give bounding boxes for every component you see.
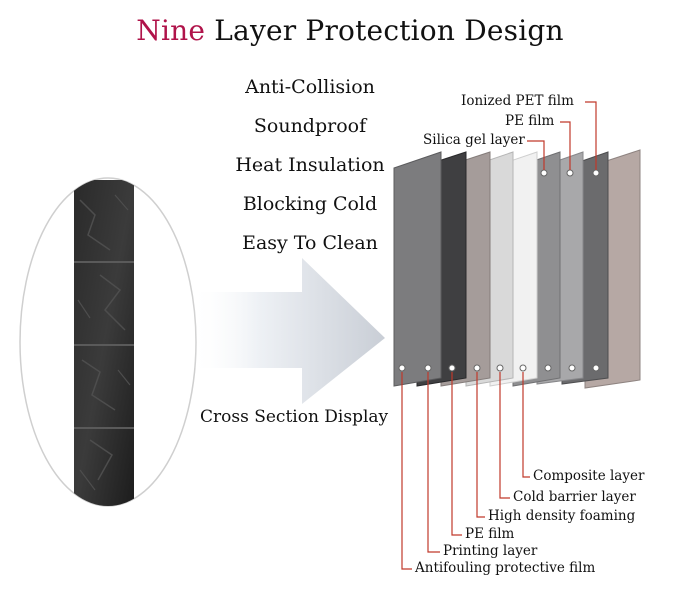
label-composite-layer: Composite layer xyxy=(533,468,645,484)
feature-item: Heat Insulation xyxy=(235,154,385,176)
label-cold-barrier-layer: Cold barrier layer xyxy=(513,489,636,505)
title-rest: Layer Protection Design xyxy=(205,14,564,47)
label-high-density-foaming: High density foaming xyxy=(488,508,636,524)
layer-panels xyxy=(393,149,641,389)
feature-list: Anti-Collision Soundproof Heat Insulatio… xyxy=(200,72,420,267)
title-accent: Nine xyxy=(136,14,206,47)
page-title: Nine Layer Protection Design xyxy=(0,14,700,47)
label-pe-film-top: PE film xyxy=(505,113,555,129)
feature-item: Blocking Cold xyxy=(242,193,378,215)
label-silica-gel-layer: Silica gel layer xyxy=(423,132,525,148)
feature-item: Anti-Collision xyxy=(245,76,375,98)
brick-strip xyxy=(74,180,134,506)
top-leader-lines xyxy=(527,101,597,170)
feature-item: Easy To Clean xyxy=(242,232,378,254)
label-printing-layer: Printing layer xyxy=(443,543,538,559)
oval-magnifier xyxy=(19,177,197,507)
cross-section-label: Cross Section Display xyxy=(200,407,389,427)
direction-arrow xyxy=(190,258,385,404)
bottom-leader-lines xyxy=(401,372,530,570)
label-pe-film-bottom: PE film xyxy=(465,526,515,542)
layer-panel xyxy=(393,151,442,387)
label-ionized-pet-film: Ionized PET film xyxy=(461,93,574,109)
bottom-anchor-dots xyxy=(398,364,600,372)
feature-item: Soundproof xyxy=(253,115,367,137)
label-antifouling-protective-film: Antifouling protective film xyxy=(415,560,596,576)
